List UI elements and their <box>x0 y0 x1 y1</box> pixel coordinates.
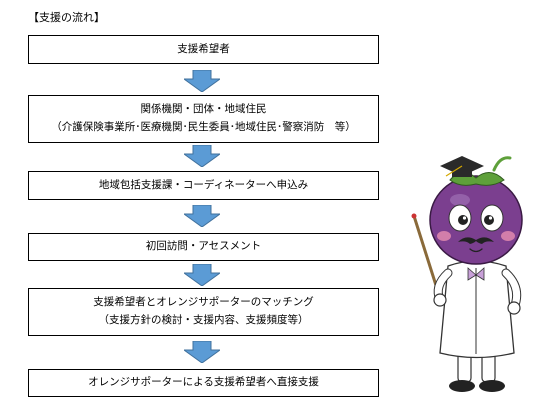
step-4-line-1: 初回訪問・アセスメント <box>145 240 262 253</box>
step-box-5: 支援希望者とオレンジサポーターのマッチング （支援方針の検討・支援内容、支援頻度… <box>28 288 379 336</box>
step-3-line-1: 地域包括支援課・コーディネーターへ申込み <box>98 178 309 191</box>
down-arrow-icon <box>184 205 220 227</box>
step-5-line-1: 支援希望者とオレンジサポーターのマッチング <box>93 296 314 309</box>
step-box-2: 関係機関・団体・地域住民 （介護保険事業所･医療機関･民生委員･地域住民･警察消… <box>28 95 379 143</box>
step-box-3: 地域包括支援課・コーディネーターへ申込み <box>28 171 379 200</box>
down-arrow-icon <box>184 341 220 363</box>
step-1-line-1: 支援希望者 <box>177 42 230 55</box>
down-arrow-icon <box>184 264 220 286</box>
diagram-title: 【支援の流れ】 <box>28 11 105 24</box>
step-box-6: オレンジサポーターによる支援希望者へ直接支援 <box>28 369 379 397</box>
step-box-4: 初回訪問・アセスメント <box>28 233 379 261</box>
step-2-line-2: （介護保険事業所･医療機関･民生委員･地域住民･警察消防 等） <box>51 121 356 133</box>
mascot-illustration <box>411 156 523 392</box>
step-box-1: 支援希望者 <box>28 35 379 64</box>
step-6-line-1: オレンジサポーターによる支援希望者へ直接支援 <box>88 376 319 389</box>
step-2-line-1: 関係機関・団体・地域住民 <box>140 103 267 116</box>
down-arrow-icon <box>184 145 220 167</box>
step-5-line-2: （支援方針の検討・支援内容、支援頻度等） <box>98 314 309 326</box>
down-arrow-icon <box>184 70 220 92</box>
